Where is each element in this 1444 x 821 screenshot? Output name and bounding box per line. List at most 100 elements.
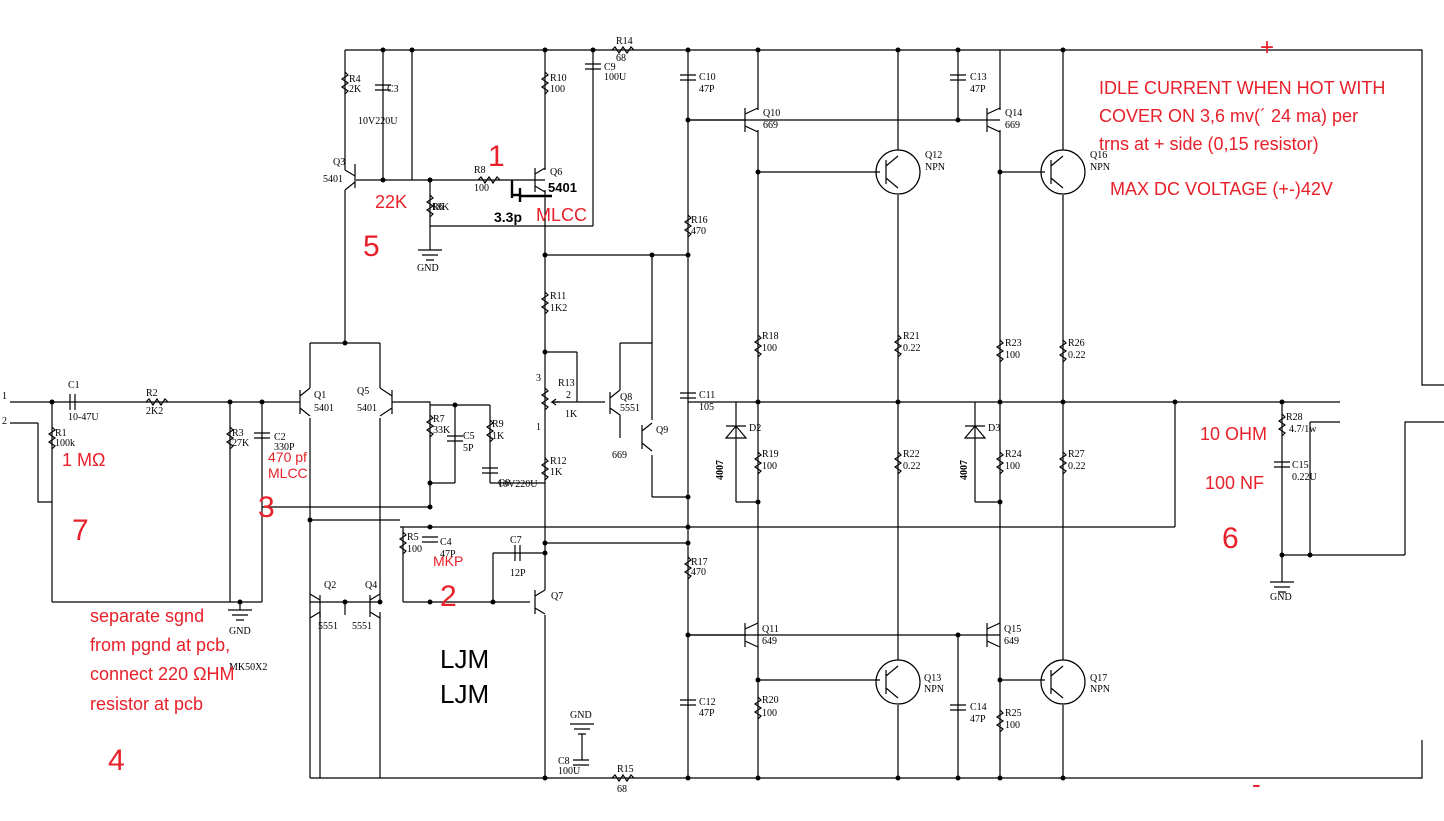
component-value-c15: 0.22U (1292, 472, 1318, 483)
component-ref-q5: Q5 (357, 386, 369, 397)
component-value-r4: 2K (349, 84, 362, 95)
marker-7: 7 (72, 514, 89, 547)
component-value-r19: 100 (762, 461, 777, 472)
component-value-r1: 100k (55, 438, 75, 449)
component-value-q1: 5401 (314, 403, 334, 414)
component-value-r7: 33K (433, 425, 451, 436)
component-ref-c2: C2 (274, 432, 286, 443)
component-value-r26: 0.22 (1068, 350, 1086, 361)
component-ref-r27: R27 (1068, 449, 1085, 460)
component-value-c10: 47P (699, 84, 715, 95)
component-value-c2: 330P (274, 442, 295, 453)
plus-rail-marker: + (1260, 34, 1274, 61)
gnd-note-line-4: resistor at pcb (90, 694, 203, 714)
component-value-q5: 5401 (357, 403, 377, 414)
component-ref-r18: R18 (762, 331, 779, 342)
component-ref-q2: Q2 (324, 580, 336, 591)
marker-3: 3 (258, 491, 275, 524)
mk-label: MK50X2 (229, 662, 267, 673)
component-ref-r5: R5 (407, 532, 419, 543)
marker-1: 1 (488, 140, 505, 173)
minus-rail-marker: - (1252, 769, 1261, 799)
component-ref-d2: D2 (749, 423, 761, 434)
component-value-q8: 5551 (620, 403, 640, 414)
component-ref-r1: R1 (55, 428, 67, 439)
component-value-q11: 649 (762, 636, 777, 647)
component-value-c13: 47P (970, 84, 986, 95)
component-ref-r10: R10 (550, 73, 567, 84)
component-ref-r11: R11 (550, 291, 566, 302)
component-ref-c12: C12 (699, 697, 716, 708)
component-value-r11: 1K2 (550, 303, 567, 314)
gnd-note-line-1: separate sgnd (90, 606, 204, 626)
component-ref-r6: R6 (432, 202, 444, 213)
component-value-r13: 1K (565, 409, 578, 420)
component-value-q16: NPN (1090, 162, 1110, 173)
component-ref-q14: Q14 (1005, 108, 1022, 119)
component-value-r14: 68 (616, 53, 626, 64)
component-value-r5: 100 (407, 544, 422, 555)
component-value-c11: 105 (699, 402, 714, 413)
marker-5: 5 (363, 230, 380, 263)
component-ref-c8: C8 (558, 756, 570, 767)
component-value-d3: 4007 (959, 460, 970, 480)
component-value-r12: 1K (550, 467, 563, 478)
gnd-note-line-3: connect 220 ΩHM (90, 664, 235, 684)
component-value-q12: NPN (925, 162, 945, 173)
capacitor-symbols (69, 63, 1290, 766)
idle-current-line-2: COVER ON 3,6 mv(´ 24 ma) per (1099, 106, 1358, 126)
pot-pin-2: 2 (566, 390, 571, 401)
component-value-q2: 5551 (318, 621, 338, 632)
pot-pin-3: 3 (536, 373, 541, 384)
component-value-q3: 5401 (323, 174, 343, 185)
component-ref-q7: Q7 (551, 591, 563, 602)
component-ref-r17: R17 (691, 557, 708, 568)
component-value-r6: 18K (432, 202, 450, 213)
component-ref-r8: R8 (474, 165, 486, 176)
component-ref-q6: Q6 (550, 167, 562, 178)
component-value-c3: 10V220U (358, 116, 398, 127)
component-ref-r23: R23 (1005, 338, 1022, 349)
component-ref-c15: C15 (1292, 460, 1309, 471)
component-ref-q17: Q17 (1090, 673, 1107, 684)
component-ref-q1: Q1 (314, 390, 326, 401)
component-ref-c5: C5 (463, 431, 475, 442)
component-value-d2: 4007 (715, 460, 726, 480)
component-ref-r16: R16 (691, 215, 708, 226)
component-value-c6: 10V220U (498, 479, 538, 490)
handwritten-q6-label: 5401 (548, 180, 577, 195)
handwritten-cap-sketch (510, 180, 552, 202)
component-value-r3: 27K (232, 438, 250, 449)
component-value-c9: 100U (604, 72, 627, 83)
gnd-label: GND (229, 626, 251, 637)
hundred-nf-note: 100 NF (1205, 473, 1264, 493)
component-ref-c9: C9 (604, 62, 616, 73)
c2-value-note: 470 pf (268, 449, 307, 465)
component-value-r25: 100 (1005, 720, 1020, 731)
component-value-q13: NPN (924, 684, 944, 695)
component-ref-c13: C13 (970, 72, 987, 83)
component-value-q4: 5551 (352, 621, 372, 632)
input-terminal-2: 2 (2, 416, 7, 427)
component-value-r20: 100 (762, 708, 777, 719)
r-22k-note: 22K (375, 192, 407, 212)
component-ref-r4: R4 (349, 74, 361, 85)
component-value-q17: NPN (1090, 684, 1110, 695)
component-ref-r19: R19 (762, 449, 779, 460)
component-ref-c6: C6 (498, 478, 510, 489)
mlcc-note: MLCC (536, 205, 587, 225)
component-value-r15: 68 (617, 784, 627, 795)
ten-ohm-note: 10 OHM (1200, 424, 1267, 444)
component-value-q9: 669 (612, 450, 627, 461)
component-value-r23: 100 (1005, 350, 1020, 361)
component-value-r22: 0.22 (903, 461, 921, 472)
handwritten-cap-value: 3.3p (494, 209, 522, 225)
diode-symbols (724, 425, 987, 439)
idle-current-line-1: IDLE CURRENT WHEN HOT WITH (1099, 78, 1385, 98)
component-value-c5: 5P (463, 443, 474, 454)
component-ref-r15: R15 (617, 764, 634, 775)
component-ref-r12: R12 (550, 456, 567, 467)
component-ref-r7: R7 (433, 414, 445, 425)
component-ref-r24: R24 (1005, 449, 1022, 460)
